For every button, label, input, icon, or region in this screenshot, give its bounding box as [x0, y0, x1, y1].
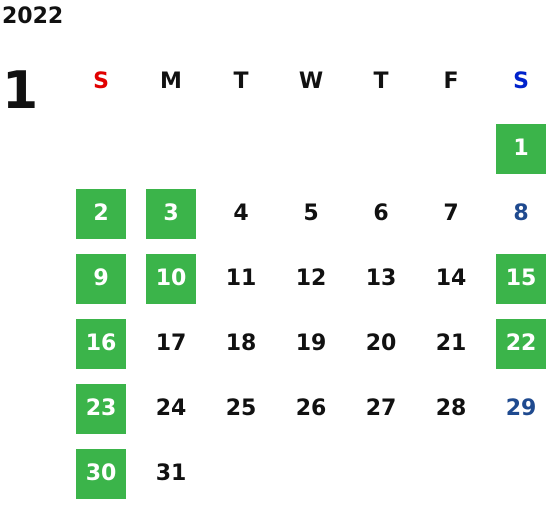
day-number: 14 — [435, 266, 467, 291]
day-cell[interactable]: 9 — [68, 246, 134, 311]
weekday-header-saturday: S — [513, 69, 529, 94]
day-number: 26 — [295, 396, 327, 421]
day-cell[interactable]: 21 — [418, 311, 484, 376]
holiday-day-number: 15 — [496, 253, 546, 304]
day-cell[interactable]: 6 — [348, 181, 414, 246]
day-number: 12 — [295, 266, 327, 291]
weekday-header-friday: F — [443, 69, 459, 94]
day-cell[interactable]: 24 — [138, 376, 204, 441]
day-number: 24 — [155, 396, 187, 421]
day-number: 4 — [233, 201, 249, 226]
day-number: 27 — [365, 396, 397, 421]
year-label: 2022 — [2, 4, 64, 29]
day-cell[interactable]: 14 — [418, 246, 484, 311]
day-number: 21 — [435, 331, 467, 356]
holiday-day-number: 9 — [76, 253, 126, 304]
weekday-header-wednesday: W — [298, 69, 324, 94]
weekday-header-tuesday: T — [233, 69, 249, 94]
day-number: 31 — [155, 461, 187, 486]
day-cell[interactable]: 13 — [348, 246, 414, 311]
holiday-day-number: 10 — [146, 253, 196, 304]
day-cell[interactable]: 29 — [488, 376, 548, 441]
day-cell[interactable]: 11 — [208, 246, 274, 311]
day-cell[interactable]: 16 — [68, 311, 134, 376]
day-cell[interactable]: 10 — [138, 246, 204, 311]
day-cell[interactable]: 18 — [208, 311, 274, 376]
day-number: 28 — [435, 396, 467, 421]
day-number: 20 — [365, 331, 397, 356]
day-cell[interactable]: 17 — [138, 311, 204, 376]
holiday-day-number: 2 — [76, 188, 126, 239]
day-number: 18 — [225, 331, 257, 356]
day-number: 25 — [225, 396, 257, 421]
day-cell[interactable]: 25 — [208, 376, 274, 441]
weekday-header-sunday: S — [93, 69, 109, 94]
day-cell[interactable]: 4 — [208, 181, 274, 246]
day-number: 19 — [295, 331, 327, 356]
month-number: 1 — [2, 61, 39, 121]
day-cell[interactable]: 7 — [418, 181, 484, 246]
day-cell[interactable]: 26 — [278, 376, 344, 441]
day-number: 6 — [373, 201, 389, 226]
day-number: 11 — [225, 266, 257, 291]
day-cell[interactable]: 15 — [488, 246, 548, 311]
day-cell[interactable]: 1 — [488, 116, 548, 181]
day-number: 7 — [443, 201, 459, 226]
day-number: 29 — [505, 396, 537, 421]
day-cell[interactable]: 19 — [278, 311, 344, 376]
weekday-header-thursday: T — [373, 69, 389, 94]
holiday-day-number: 1 — [496, 123, 546, 174]
day-cell[interactable]: 30 — [68, 441, 134, 506]
holiday-day-number: 23 — [76, 383, 126, 434]
day-cell[interactable]: 5 — [278, 181, 344, 246]
day-cell[interactable]: 23 — [68, 376, 134, 441]
day-cell[interactable]: 2 — [68, 181, 134, 246]
day-cell[interactable]: 22 — [488, 311, 548, 376]
day-cell[interactable]: 12 — [278, 246, 344, 311]
day-number: 17 — [155, 331, 187, 356]
day-cell[interactable]: 28 — [418, 376, 484, 441]
holiday-day-number: 3 — [146, 188, 196, 239]
holiday-day-number: 30 — [76, 448, 126, 499]
holiday-day-number: 16 — [76, 318, 126, 369]
day-number: 5 — [303, 201, 319, 226]
day-cell[interactable]: 3 — [138, 181, 204, 246]
weekday-header-monday: M — [160, 69, 182, 94]
holiday-day-number: 22 — [496, 318, 546, 369]
day-number: 8 — [513, 201, 529, 226]
day-cell[interactable]: 31 — [138, 441, 204, 506]
day-number: 13 — [365, 266, 397, 291]
day-cell[interactable]: 20 — [348, 311, 414, 376]
day-cell[interactable]: 8 — [488, 181, 548, 246]
day-cell[interactable]: 27 — [348, 376, 414, 441]
